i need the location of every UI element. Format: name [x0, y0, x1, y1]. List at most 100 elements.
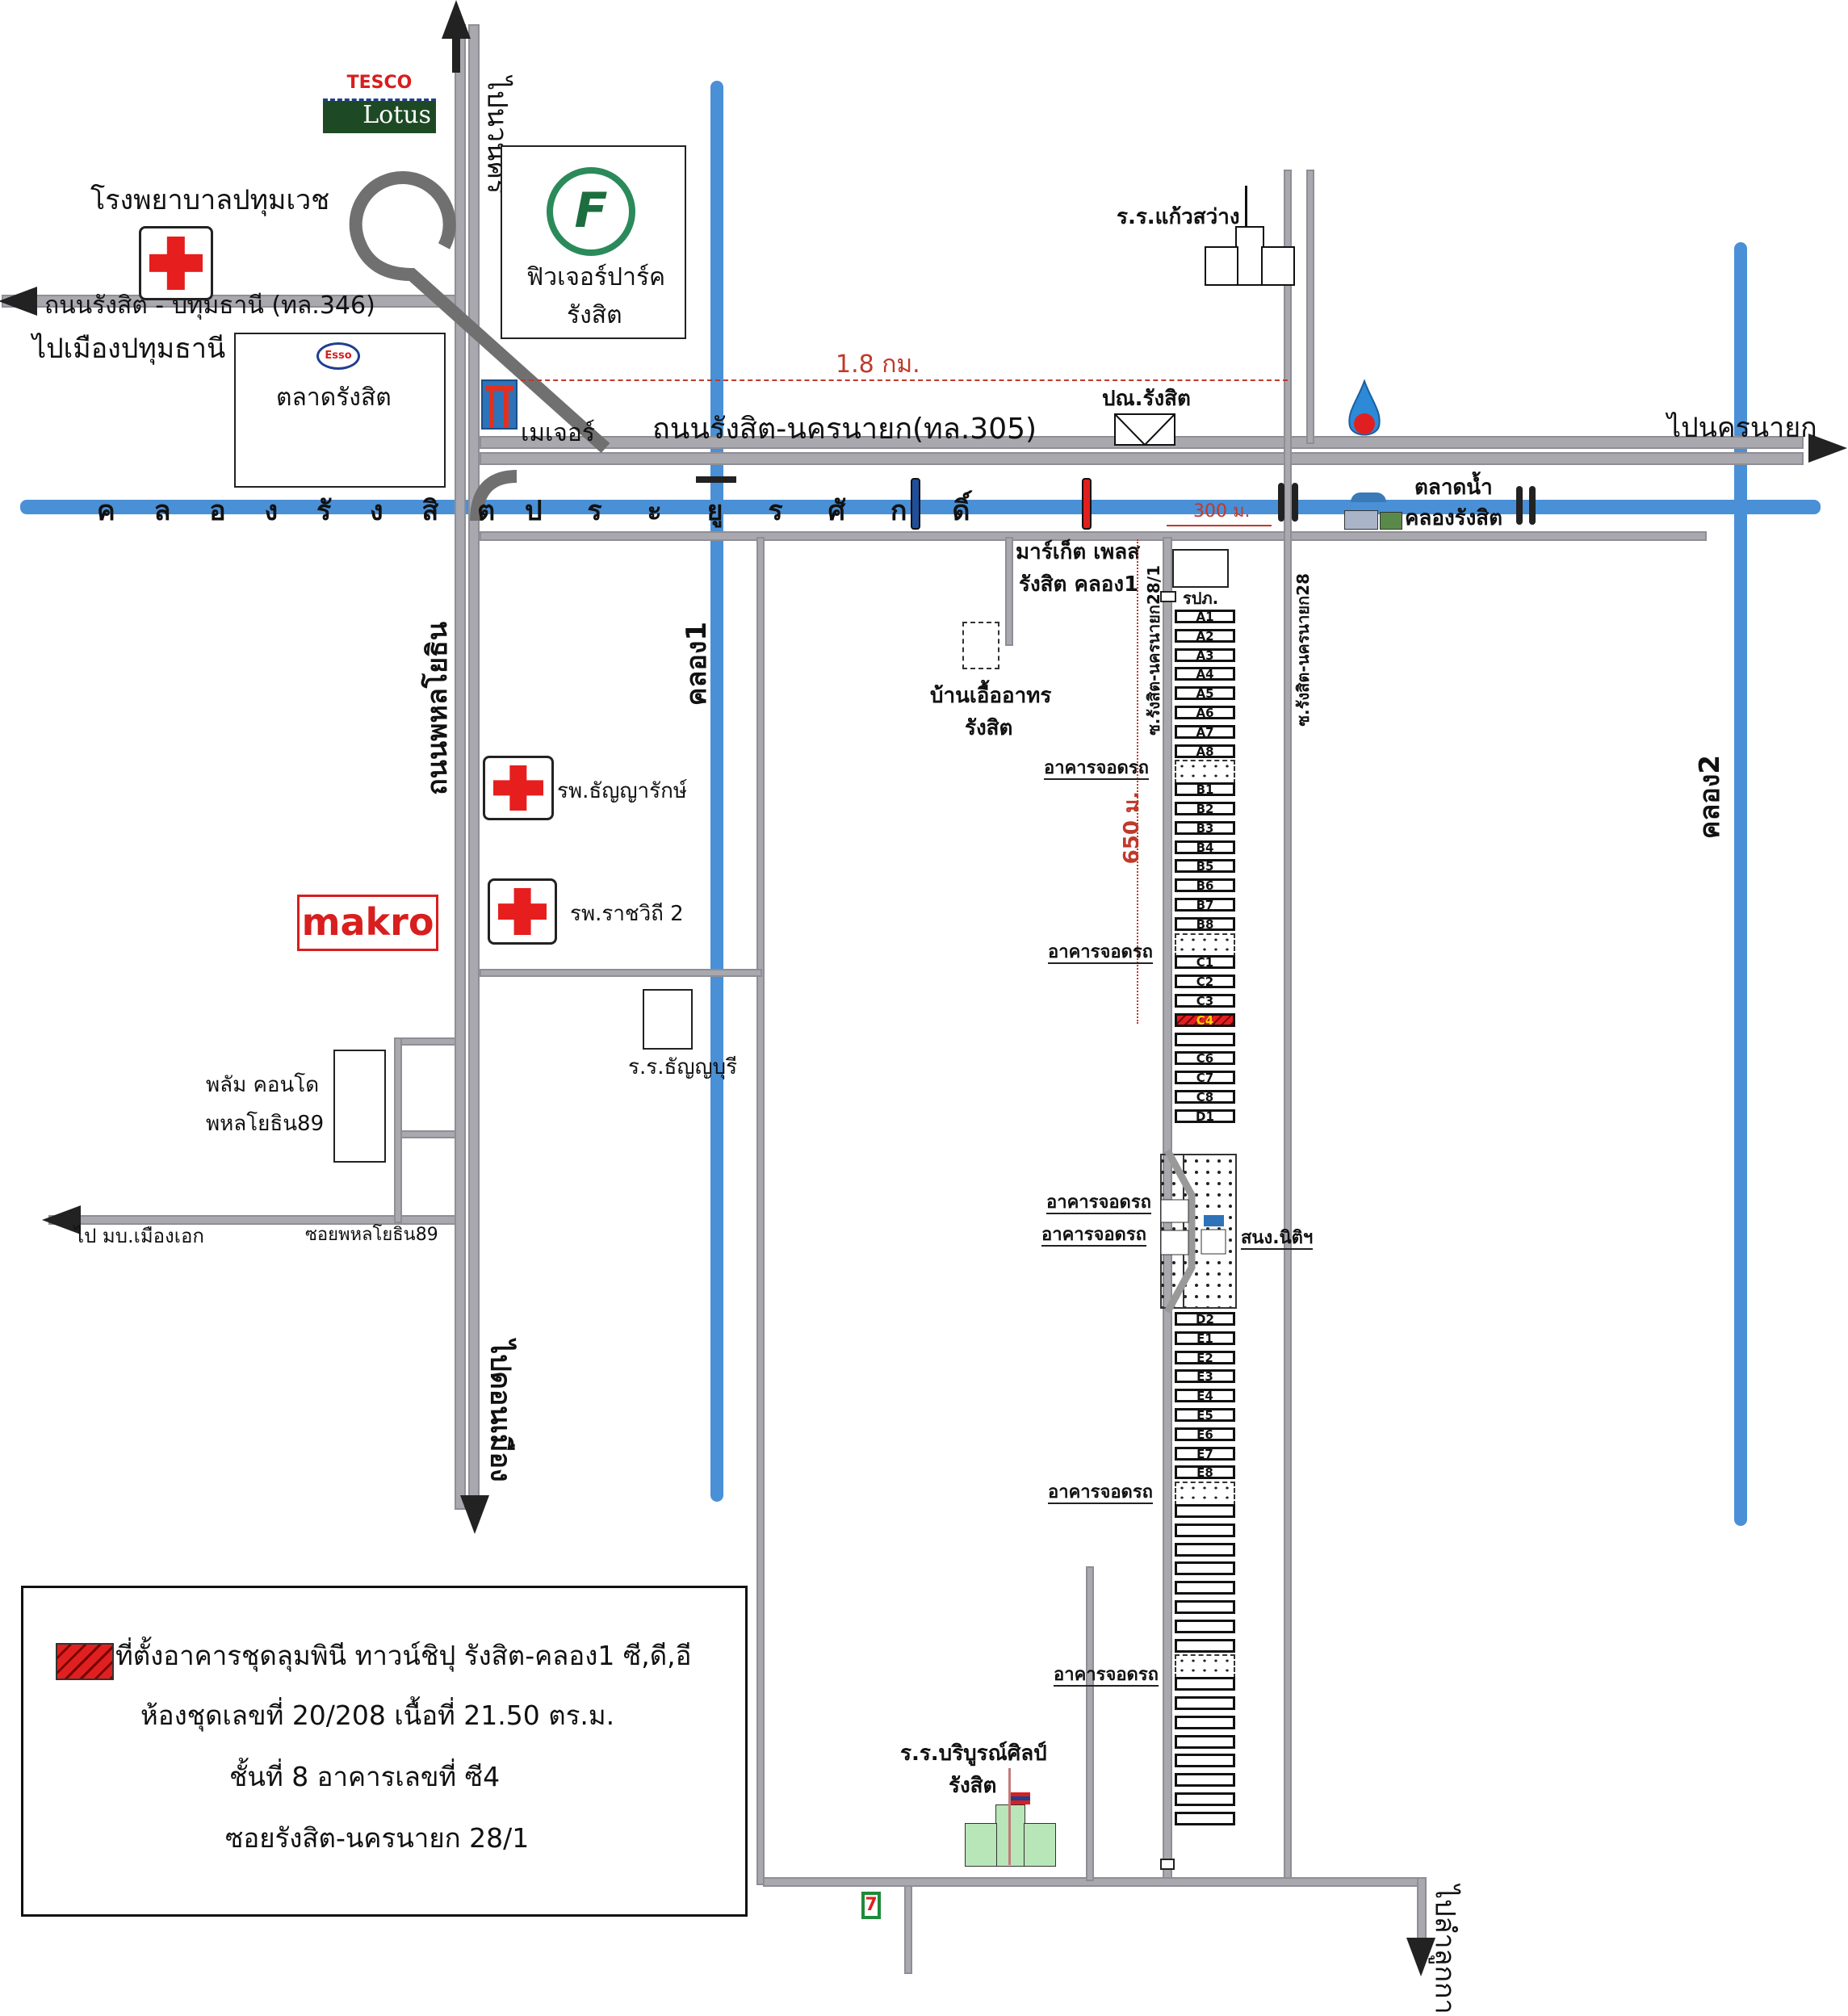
road-kaewsawang-spur [1306, 170, 1314, 444]
parking-building [1175, 1654, 1235, 1679]
tesco-label: TESCO [323, 73, 436, 101]
legend-line-3: ชั้นที่ 8 อาคารเลขที่ ซี4 [229, 1761, 501, 1792]
ptt-logo-icon [1348, 379, 1381, 436]
condo-building [1175, 1638, 1235, 1653]
bridge-red [1082, 478, 1092, 530]
condo-building: C3 [1175, 994, 1235, 1008]
distance-line-300m [1167, 525, 1272, 526]
canal-khlong1 [710, 81, 723, 1502]
condo-building [1175, 1734, 1235, 1749]
condo-building: B7 [1175, 898, 1235, 912]
arrow-west-icon [0, 287, 37, 316]
condo-building: A6 [1175, 706, 1235, 719]
road-market-spur [1005, 537, 1013, 646]
label-to-pathumthani: ไปเมืองปทุมธานี [32, 333, 226, 365]
condo-building: E1 [1175, 1331, 1235, 1345]
label-plum-condo-1: พลัม คอนโด [206, 1073, 320, 1097]
legend-line-2: ห้องชุดเลขที่ 20/208 เนื้อที่ 21.50 ตร.ม… [140, 1700, 615, 1731]
distance-line-1-8km [521, 379, 1288, 381]
floating-market-icon [1344, 492, 1402, 530]
thanyaburi-school-block [643, 989, 693, 1050]
label-khlong2: คลอง2 [1694, 755, 1726, 840]
road-soi-khlong1-west [756, 537, 765, 1885]
label-distance-1-8km: 1.8 กม. [836, 350, 920, 379]
hospital-icon [139, 226, 213, 300]
label-floating-market-1: ตลาดน้ำ [1414, 476, 1493, 500]
canal-khlong2 [1734, 242, 1747, 1526]
label-boriboon-2: รังสิต [949, 1774, 997, 1798]
road-plum-lane-v [394, 1037, 402, 1223]
condo-building [1175, 1715, 1235, 1729]
label-plum-condo-2: พหลโยธิน89 [206, 1112, 325, 1136]
distance-line-650m [1137, 539, 1138, 1024]
label-phahonyothin: ถนนพหลโยธิน [421, 622, 454, 795]
condo-building: C8 [1175, 1090, 1235, 1104]
label-to-nakhonnayok: ไปนครนายก [1667, 412, 1817, 444]
road-south-connector [763, 1877, 1425, 1887]
legend-line-4: ซอยรังสิต-นครนายก 28/1 [225, 1822, 530, 1854]
condo-building: C1 [1175, 955, 1235, 970]
condo-building: A5 [1175, 686, 1235, 701]
condo-building [1175, 1523, 1235, 1537]
market-place-block [1172, 549, 1229, 588]
road-711-spur [904, 1885, 912, 1974]
bridge-blue [911, 478, 920, 530]
label-rangsit-market: ตลาดรังสิต [276, 384, 392, 412]
plum-condo-block [333, 1050, 386, 1163]
makro-logo: makro [297, 895, 438, 951]
label-soi-89: ซอยพหลโยธิน89 [305, 1225, 438, 1245]
label-distance-300m: 300 ม. [1193, 501, 1251, 522]
condo-building: A2 [1175, 628, 1235, 643]
parking-building [1175, 760, 1235, 785]
condo-building: C2 [1175, 974, 1235, 989]
condo-building: E2 [1175, 1350, 1235, 1364]
label-parking-f: อาคารจอดรถ [1054, 1665, 1159, 1687]
condo-building [1175, 1032, 1235, 1046]
condo-building: A7 [1175, 724, 1235, 739]
condo-building: D2 [1175, 1312, 1235, 1326]
arrow-south-icon [460, 1495, 489, 1534]
label-kaewsawang: ร.ร.แก้วสว่าง [1117, 205, 1240, 229]
legend-box: ที่ตั้งอาคารชุดลุมพินี ทาวน์ชิปุ รังสิต-… [21, 1586, 748, 1917]
arrow-muangek-icon [42, 1205, 81, 1234]
overpass-loop [349, 171, 610, 522]
condo-building: A1 [1175, 610, 1235, 623]
legend-target-swatch [56, 1643, 114, 1680]
condo-building [1175, 1811, 1235, 1825]
parking-building [1175, 1482, 1235, 1507]
label-parking-central-1: อาคารจอดรถ [1046, 1192, 1151, 1215]
label-floating-market-2: คลองรังสิต [1405, 506, 1503, 530]
label-to-muangek: ไป มบ.เมืองเอก [74, 1225, 204, 1247]
condo-building: B5 [1175, 859, 1235, 874]
label-future-park-1: ฟิวเจอร์ปาร์ค [526, 263, 666, 291]
label-market-place-2: รังสิต คลอง1 [1019, 572, 1139, 597]
condo-building: A8 [1175, 744, 1235, 758]
condo-building: C7 [1175, 1071, 1235, 1085]
condo-building [1175, 1581, 1235, 1595]
bridge-khlong1 [696, 476, 736, 483]
label-distance-650m: 650 ม. [1120, 791, 1144, 865]
condo-building: B4 [1175, 840, 1235, 854]
condo-building [1175, 1504, 1235, 1518]
future-park-block: F ฟิวเจอร์ปาร์ค รังสิต [501, 145, 686, 339]
legend-line-1: ที่ตั้งอาคารชุดลุมพินี ทาวน์ชิปุ รังสิต-… [115, 1640, 692, 1671]
condo-building: E7 [1175, 1446, 1235, 1461]
road-soi-28 [1284, 170, 1292, 1881]
label-pathumvech: โรงพยาบาลปทุมเวช [90, 184, 330, 216]
condo-building: E8 [1175, 1465, 1235, 1480]
baan-uea-block [962, 622, 999, 669]
condo-building: E3 [1175, 1369, 1235, 1384]
rangsit-market-block: Esso ตลาดรังสิต [234, 333, 446, 488]
label-thanyarak: รพ.ธัญญารักษ์ [557, 779, 687, 803]
south-gate [1160, 1859, 1175, 1870]
boriboon-school-icon [965, 1768, 1058, 1867]
condo-building: B6 [1175, 878, 1235, 893]
lotus-label: Lotus [323, 101, 436, 133]
road-school-spur [1086, 1566, 1094, 1881]
condo-building [1175, 1542, 1235, 1557]
arrow-east-icon [1808, 434, 1847, 463]
road-305-south [480, 452, 1804, 465]
hospital-thanyarak-icon [483, 756, 554, 820]
label-canal-prayoonsak: ป ร ะ ยู ร ศั ก ดิ์ [525, 495, 988, 527]
condo-building: E6 [1175, 1427, 1235, 1441]
